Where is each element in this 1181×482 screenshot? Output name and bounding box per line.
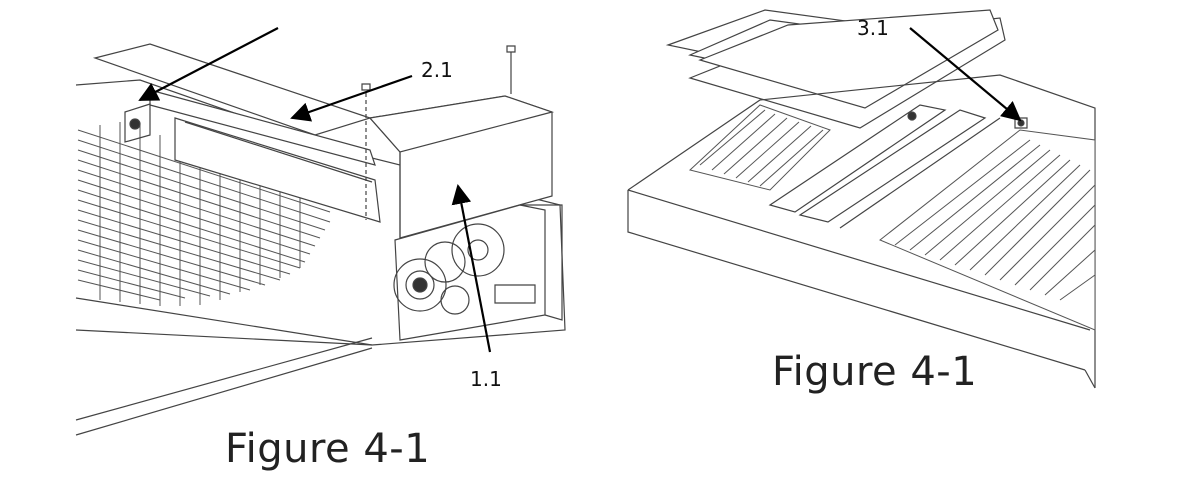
callout-3-1: 3.1 [857,16,889,40]
arrow-upper-left [138,28,278,100]
hatched-area [690,105,830,190]
drive-gears [394,224,535,314]
left-machine-drawing [76,44,565,435]
right-slat-grid [880,130,1095,330]
callout-arrows [138,28,1022,352]
arrow-2-1 [290,76,412,122]
arrow-3-1 [910,28,1022,122]
arrow-1-1 [451,184,490,352]
left-figure-caption: Figure 4-1 [225,426,431,472]
callout-2-1: 2.1 [421,58,453,82]
slat-grid [78,122,330,306]
callout-1-1: 1.1 [470,367,502,391]
right-figure-caption: Figure 4-1 [772,349,978,395]
right-machine-drawing [628,10,1095,388]
